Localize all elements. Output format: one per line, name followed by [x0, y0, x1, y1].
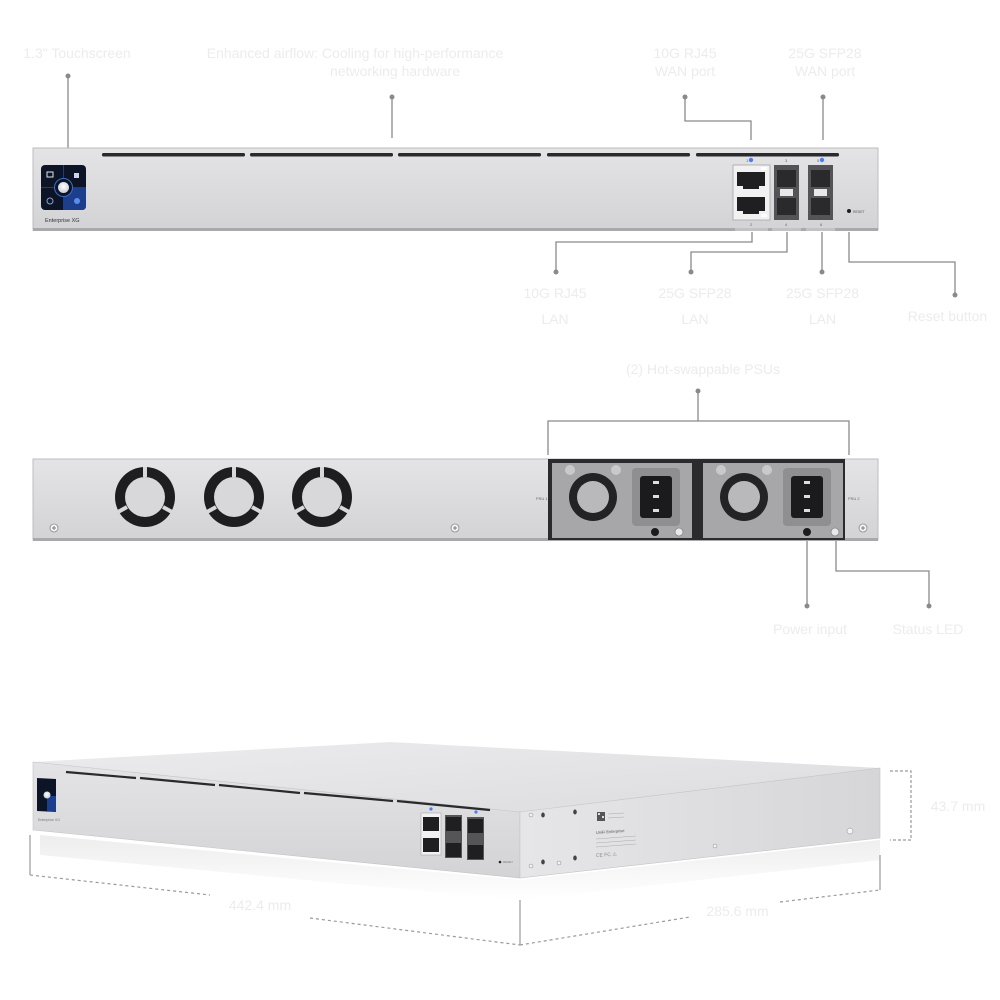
- dim-width-line-b: [309, 917, 521, 946]
- callout-line-reset: [848, 232, 956, 295]
- dim-depth-line-b: [779, 889, 881, 903]
- rj45-port-1[interactable]: [737, 172, 765, 189]
- dim-height-bracket: [890, 770, 912, 841]
- perspective-brand-label: Enterprise XG: [38, 818, 60, 822]
- callout-lan-sfp2-line2: LAN: [808, 311, 837, 327]
- callout-airflow-line1: Enhanced airflow: Cooling for high-perfo…: [206, 45, 504, 61]
- callout-lan-10g-line2: LAN: [541, 311, 569, 327]
- svg-text:CE FC ⚠: CE FC ⚠: [596, 852, 618, 859]
- touchscreen-knob-icon: [58, 182, 69, 193]
- callout-lan-sfp-line2: LAN: [681, 311, 709, 327]
- brand-label: Enterprise XG: [45, 218, 80, 224]
- port-number-5: 5: [817, 158, 820, 163]
- dimension-width: 442.4 mm: [228, 897, 292, 913]
- rear-callout-lines: [547, 391, 930, 605]
- dashboard-icon: [46, 171, 54, 178]
- signal-icon: [74, 173, 79, 178]
- psu-label-1: PSU 1: [536, 496, 548, 501]
- reset-button[interactable]: [847, 209, 851, 213]
- dim-width-line-a: [29, 874, 211, 896]
- sfp-port-5-6[interactable]: [808, 165, 833, 220]
- perspective-vent-slots: [65, 770, 491, 812]
- side-label-qr: [597, 812, 625, 821]
- info-icon: [46, 197, 54, 205]
- settings-icon: [74, 198, 80, 204]
- perspective-reset-label: RESET: [503, 860, 513, 864]
- led-port-1: [748, 157, 754, 163]
- callout-lan-sfp2-line1: 25G SFP28: [785, 285, 860, 301]
- callout-wan-10g-line1: 10G RJ45: [653, 45, 717, 61]
- rear-chassis: PSU 1 PSU 2: [32, 458, 879, 541]
- dimension-height: 43.7 mm: [930, 798, 986, 814]
- dimension-depth: 285.6 mm: [706, 903, 769, 919]
- callout-reset: Reset button: [907, 308, 988, 324]
- callout-bracket-psu: [547, 420, 850, 455]
- perspective-touchscreen: [37, 778, 56, 812]
- callout-wan-10g-line2: WAN port: [654, 63, 716, 79]
- front-callout-lines: [67, 76, 956, 295]
- callout-airflow-line2: networking hardware: [330, 63, 460, 79]
- port-number-3: 3: [785, 158, 788, 163]
- sfp-port-3-4[interactable]: [774, 165, 799, 220]
- callout-line-wan-10g: [684, 97, 752, 140]
- callout-wan-25g-line1: 25G SFP28: [788, 45, 862, 61]
- callout-lan-10g-line1: 10G RJ45: [523, 285, 587, 301]
- reset-label: RESET: [853, 210, 866, 214]
- port-number-4: 4: [785, 222, 788, 227]
- status-led: [830, 527, 840, 537]
- perspective-port-block: RESET: [420, 807, 513, 864]
- dim-depth-line-a: [519, 916, 691, 946]
- callout-line-lan-sfp: [690, 232, 788, 272]
- front-chassis: Enterprise XG: [32, 147, 879, 231]
- port-block: 1 2 3 4 5 6 RESET: [732, 157, 866, 231]
- port-number-2: 2: [750, 222, 753, 227]
- port-number-1: 1: [746, 158, 749, 163]
- callout-line-lan-10g: [555, 232, 753, 272]
- led-port-5: [819, 157, 825, 163]
- rj45-port-2[interactable]: [737, 197, 765, 214]
- power-input-port: [803, 528, 811, 536]
- fan-grille-1: [115, 467, 175, 527]
- callout-status-led: Status LED: [892, 621, 964, 637]
- callout-touchscreen: 1.3" Touchscreen: [23, 45, 131, 61]
- perspective-chassis: Enterprise XG RESET: [32, 742, 881, 900]
- touchscreen-display: [41, 165, 86, 210]
- psu-label-2: PSU 2: [848, 496, 860, 501]
- fan-grille-2: [204, 467, 264, 527]
- fan-grille-3: [292, 467, 352, 527]
- side-brand-label: UniFi Enterprise: [596, 828, 626, 835]
- callout-psu: (2) Hot-swappable PSUs: [625, 361, 781, 377]
- callout-line-status-led: [835, 535, 930, 605]
- psu-1[interactable]: [552, 463, 692, 538]
- callout-power-input: Power input: [773, 621, 847, 637]
- dimension-lines: [29, 770, 912, 946]
- port-number-6: 6: [820, 222, 823, 227]
- callout-wan-25g-line2: WAN port: [794, 63, 856, 79]
- callout-lan-sfp-line1: 25G SFP28: [658, 285, 732, 301]
- vent-slots: [102, 153, 839, 157]
- front-callout-dots: [65, 73, 958, 298]
- psu-2[interactable]: [703, 463, 843, 538]
